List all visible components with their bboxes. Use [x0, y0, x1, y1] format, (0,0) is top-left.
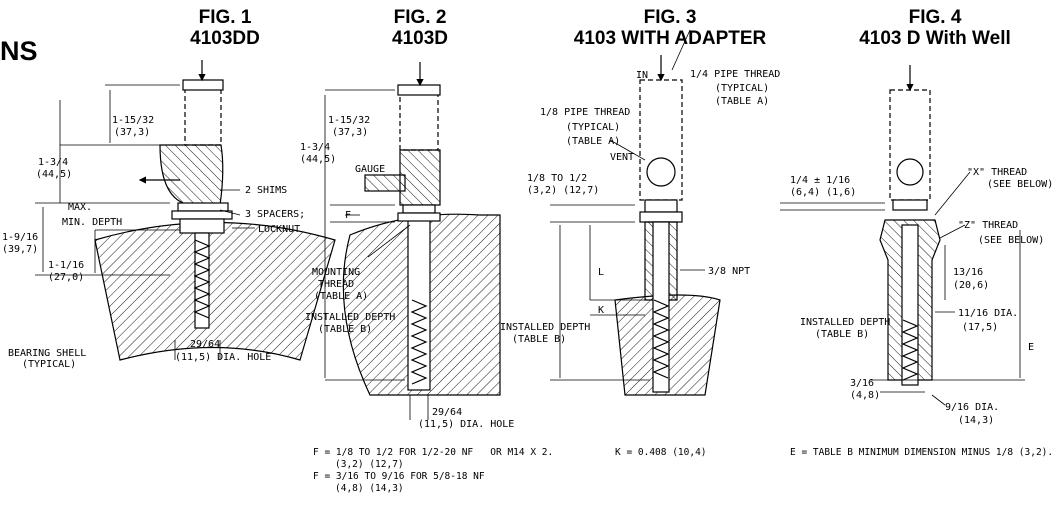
fig2-dim-1-3-4-mm: (44,5) [300, 154, 336, 165]
figure-2-label: FIG. 2 [393, 7, 447, 28]
figure-1-header: FIG. 1 4103DD [150, 7, 300, 49]
fig2-mounting: MOUNTING [312, 267, 360, 278]
fig3-npt: 3/8 NPT [708, 266, 750, 277]
fig1-dim-1-1-16: 1-1/16 [48, 260, 84, 271]
fig2-f-label: F [345, 210, 351, 221]
figure-3-header: FIG. 3 4103 WITH ADAPTER [530, 7, 810, 49]
fig4-dim-mm: (6,4) (1,6) [790, 187, 856, 198]
fig3-typical2: (TYPICAL) [566, 122, 620, 133]
fig3-table-a: (TABLE A) [715, 96, 769, 107]
fig3-range: 1/8 TO 1/2 [527, 173, 587, 184]
fig4-port [896, 158, 924, 186]
figure-2-model: 4103D [392, 28, 448, 49]
fig1-locknut: LOCKNUT [258, 224, 300, 235]
fig1-max: MAX. [68, 202, 92, 213]
fig3-pipe-1-4: 1/4 PIPE THREAD [690, 69, 780, 80]
note-f-line2: F = 3/16 TO 9/16 FOR 5/8-18 NF [313, 471, 485, 482]
figure-3-label: FIG. 3 [643, 7, 697, 28]
fig4-dia11: 11/16 DIA. [958, 308, 1018, 319]
fig4-z-thread: "Z" THREAD [958, 220, 1018, 231]
fig4-installed: INSTALLED DEPTH [800, 317, 890, 328]
fig2-table-a: (TABLE A) [314, 291, 368, 302]
fig3-k: K [598, 305, 604, 316]
fig3-installed: INSTALLED DEPTH [500, 322, 590, 333]
fig1-dim-1-9-16-mm: (39,7) [2, 244, 38, 255]
fig1-dim-1-15-32: 1-15/32 [112, 115, 154, 126]
fig1-dim-1-3-4: 1-3/4 [38, 157, 68, 168]
fig4-d3-mm: (4,8) [850, 390, 880, 401]
fig4-e: E [1028, 342, 1034, 353]
fig1-spacers: 3 SPACERS; [245, 209, 305, 220]
figure-1-drawing [35, 60, 336, 361]
figure-1-model: 4103DD [190, 28, 260, 49]
fig3-typical: (TYPICAL) [715, 83, 769, 94]
fig2-switch-body [399, 89, 439, 151]
note-k: K = 0.408 (10,4) [615, 447, 707, 458]
figure-2-header: FIG. 2 4103D [345, 7, 495, 49]
fig2-gauge-label: GAUGE [355, 164, 385, 175]
fig3-in: IN [636, 70, 648, 81]
fig4-dia11-mm: (17,5) [962, 322, 998, 333]
figure-4-drawing [780, 65, 1025, 406]
fig2-hole-mm: (11,5) DIA. HOLE [418, 419, 514, 430]
fig1-switch-body [184, 84, 222, 146]
fig1-bearing-shell [94, 221, 336, 361]
fig1-typical-label: (TYPICAL) [22, 359, 76, 370]
fig2-hole: 29/64 [432, 407, 462, 418]
fig1-shims: 2 SHIMS [245, 185, 287, 196]
fig1-dim-1-3-4-mm: (44,5) [36, 169, 72, 180]
fig2-dim-1-15-32: 1-15/32 [328, 115, 370, 126]
fig4-d13-mm: (20,6) [953, 280, 989, 291]
fig2-gauge [364, 174, 406, 192]
fig2-table-b: (TABLE B) [318, 324, 372, 335]
figure-3-drawing [550, 29, 721, 396]
note-f-line1: F = 1/8 TO 1/2 FOR 1/2-20 NF OR M14 X 2. [313, 447, 554, 458]
fig3-l: L [598, 267, 604, 278]
fig4-x-see: (SEE BELOW) [987, 179, 1053, 190]
fig3-vent: VENT [610, 152, 634, 163]
fig4-dia9-mm: (14,3) [958, 415, 994, 426]
fig3-range-mm: (3,2) (12,7) [527, 185, 599, 196]
figure-4-header: FIG. 4 4103 D With Well [815, 7, 1055, 49]
fig1-dim-1-15-32-mm: (37,3) [114, 127, 150, 138]
fig3-table-a2: (TABLE A) [566, 136, 620, 147]
fig4-x-thread: "X" THREAD [967, 167, 1027, 178]
fig4-dim: 1/4 ± 1/16 [790, 175, 850, 186]
fig2-installed: INSTALLED DEPTH [305, 312, 395, 323]
fig4-table-b: (TABLE B) [815, 329, 869, 340]
figure-4-label: FIG. 4 [908, 7, 962, 28]
fig1-min-depth: MIN. DEPTH [62, 217, 122, 228]
note-f-line1-mm: (3,2) (12,7) [335, 459, 404, 470]
figure-1-label: FIG. 1 [198, 7, 252, 28]
partial-section-title: NS [0, 36, 38, 66]
fig4-dia9: 9/16 DIA. [945, 402, 999, 413]
figure-3-model: 4103 WITH ADAPTER [573, 28, 767, 49]
fig4-d3: 3/16 [850, 378, 874, 389]
fig4-z-see: (SEE BELOW) [978, 235, 1044, 246]
fig1-dim-1-1-16-mm: (27,0) [48, 272, 84, 283]
fig1-hole: 29/64 [190, 339, 220, 350]
note-f-line2-mm: (4,8) (14,3) [335, 483, 404, 494]
fig3-table-b: (TABLE B) [512, 334, 566, 345]
figure-2-drawing [324, 62, 501, 420]
note-e: E = TABLE B MINIMUM DIMENSION MINUS 1/8 … [790, 447, 1054, 458]
fig2-dim-1-3-4: 1-3/4 [300, 142, 330, 153]
fig1-bearing-shell-label: BEARING SHELL [8, 348, 86, 359]
fig1-hole-mm: (11,5) DIA. HOLE [175, 352, 271, 363]
figure-4-model: 4103 D With Well [859, 28, 1011, 49]
fig1-dim-1-9-16: 1-9/16 [2, 232, 38, 243]
fig3-vent-port [646, 157, 676, 187]
fig2-dim-1-15-32-mm: (37,3) [332, 127, 368, 138]
fig4-d13: 13/16 [953, 267, 983, 278]
fig2-thread: THREAD [318, 279, 354, 290]
fig3-pipe-1-8: 1/8 PIPE THREAD [540, 107, 630, 118]
